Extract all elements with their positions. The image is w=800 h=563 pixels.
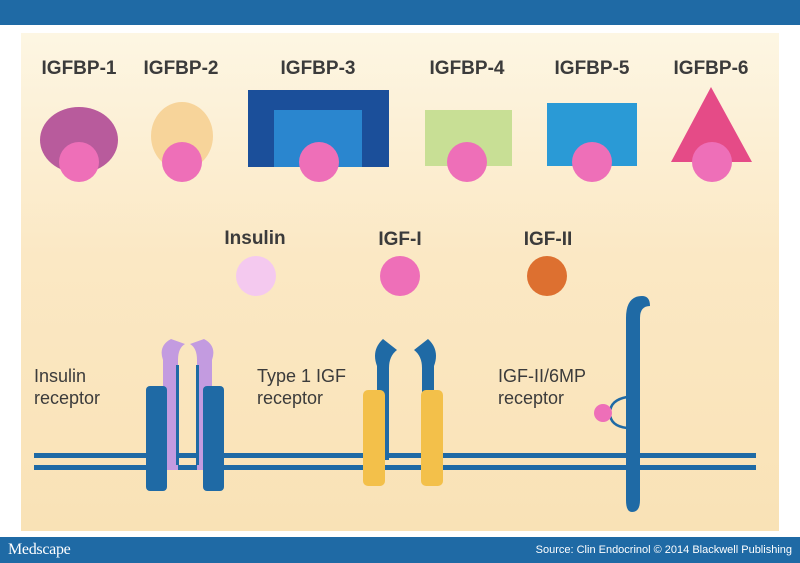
igf-bound-5	[572, 142, 612, 182]
igf-bound-3	[299, 142, 339, 182]
cell-membrane	[34, 453, 756, 470]
insulin-receptor-beta-left	[146, 386, 167, 491]
igfbp-4-label: IGFBP-4	[430, 58, 505, 79]
igfbp-2-label: IGFBP-2	[144, 58, 219, 79]
igf2-receptor-loop	[608, 395, 628, 430]
insulin-receptor-beta-right	[203, 386, 224, 491]
igf-bound-6	[692, 142, 732, 182]
igf2-receptor-label-line2: receptor	[498, 388, 564, 408]
medscape-logo[interactable]: Medscape	[8, 541, 71, 558]
igfbp-6-label: IGFBP-6	[674, 58, 749, 79]
igf-2-label: IGF-II	[524, 229, 573, 250]
igf2-receptor	[594, 296, 650, 512]
igf-1-ligand	[380, 256, 420, 296]
insulin-receptor-label-line1: Insulin	[34, 366, 86, 386]
igf2-bound-ligand	[594, 404, 612, 422]
igfbp-4-complex	[425, 110, 512, 182]
igfbp-3-label: IGFBP-3	[281, 58, 356, 79]
insulin-receptor	[146, 339, 224, 491]
source-citation: Source: Clin Endocrinol © 2014 Blackwell…	[535, 544, 792, 556]
igfbp-1-label: IGFBP-1	[42, 58, 117, 79]
insulin-receptor-link-left	[176, 365, 179, 465]
igfbp-5-label: IGFBP-5	[555, 58, 630, 79]
igf2-receptor-label-line1: IGF-II/6MP	[498, 366, 586, 386]
type1-igf-receptor	[363, 339, 443, 486]
igfbp-1-complex	[40, 107, 118, 182]
membrane-outer-line	[34, 453, 756, 458]
igfbp-1-shape	[40, 107, 118, 173]
membrane-inner-line	[34, 465, 756, 470]
igfbp-2-complex	[151, 102, 213, 182]
igf-bound-2	[162, 142, 202, 182]
igfbp-6-complex	[671, 87, 752, 182]
igfbp-3-complex	[248, 90, 389, 182]
igf1-receptor-beta-left	[363, 390, 385, 486]
footer-bar: Medscape Source: Clin Endocrinol © 2014 …	[0, 537, 800, 563]
igf-2-ligand	[527, 256, 567, 296]
igf-1-label: IGF-I	[378, 229, 421, 250]
insulin-receptor-link-right	[196, 365, 199, 465]
insulin-ligand	[236, 256, 276, 296]
insulin-receptor-label-line2: receptor	[34, 388, 100, 408]
top-banner	[0, 0, 800, 25]
type1-igf-receptor-label-line1: Type 1 IGF	[257, 366, 346, 386]
insulin-label: Insulin	[224, 228, 285, 249]
insulin-receptor-alpha-left	[161, 339, 185, 470]
type1-igf-receptor-label-line2: receptor	[257, 388, 323, 408]
igfbp-6-shape	[671, 87, 752, 162]
igf1-receptor-beta-right	[421, 390, 443, 486]
igf-bound-1	[59, 142, 99, 182]
igf2-receptor-body	[626, 296, 650, 512]
igf-bound-4	[447, 142, 487, 182]
igfbp-5-complex	[547, 103, 637, 182]
